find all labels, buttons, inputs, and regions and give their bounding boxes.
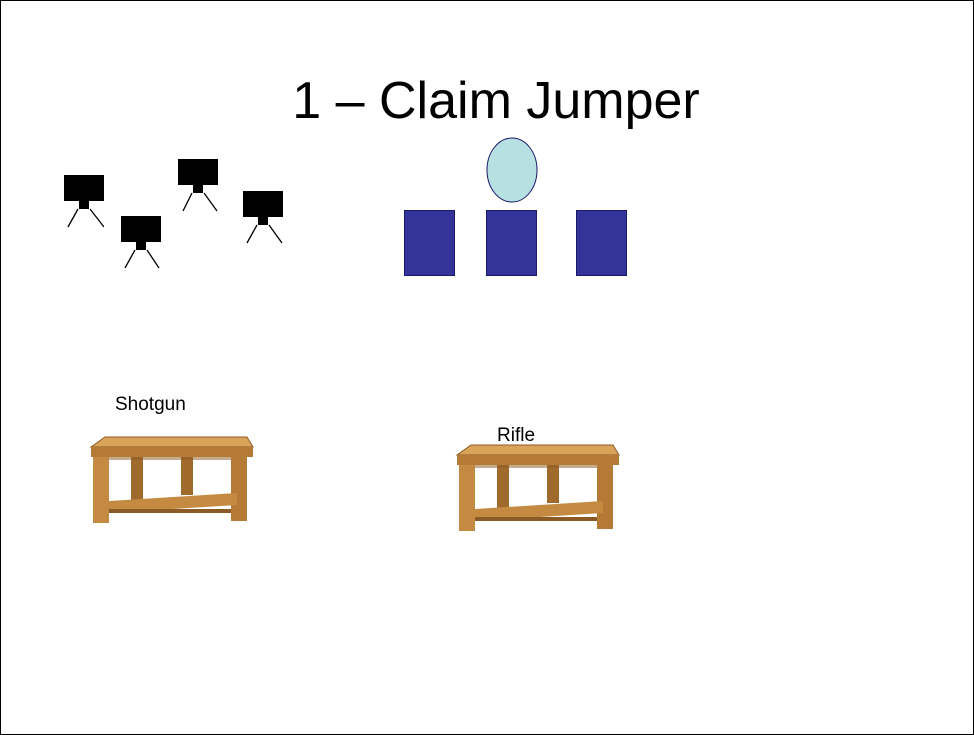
wooden-table-icon bbox=[453, 443, 621, 539]
wooden-table-icon bbox=[87, 435, 255, 531]
target-stand-icon bbox=[178, 159, 218, 213]
slide-title: 1 – Claim Jumper bbox=[292, 72, 700, 130]
oval-shape bbox=[486, 137, 538, 203]
blue-block-right bbox=[576, 210, 627, 276]
target-stand-icon bbox=[64, 175, 104, 229]
target-stand-icon bbox=[243, 191, 283, 245]
blue-block-left bbox=[404, 210, 455, 276]
blue-block-center bbox=[486, 210, 537, 276]
rifle-label: Rifle bbox=[497, 425, 536, 446]
target-stand-icon bbox=[121, 216, 161, 270]
shotgun-label: Shotgun bbox=[115, 394, 186, 415]
